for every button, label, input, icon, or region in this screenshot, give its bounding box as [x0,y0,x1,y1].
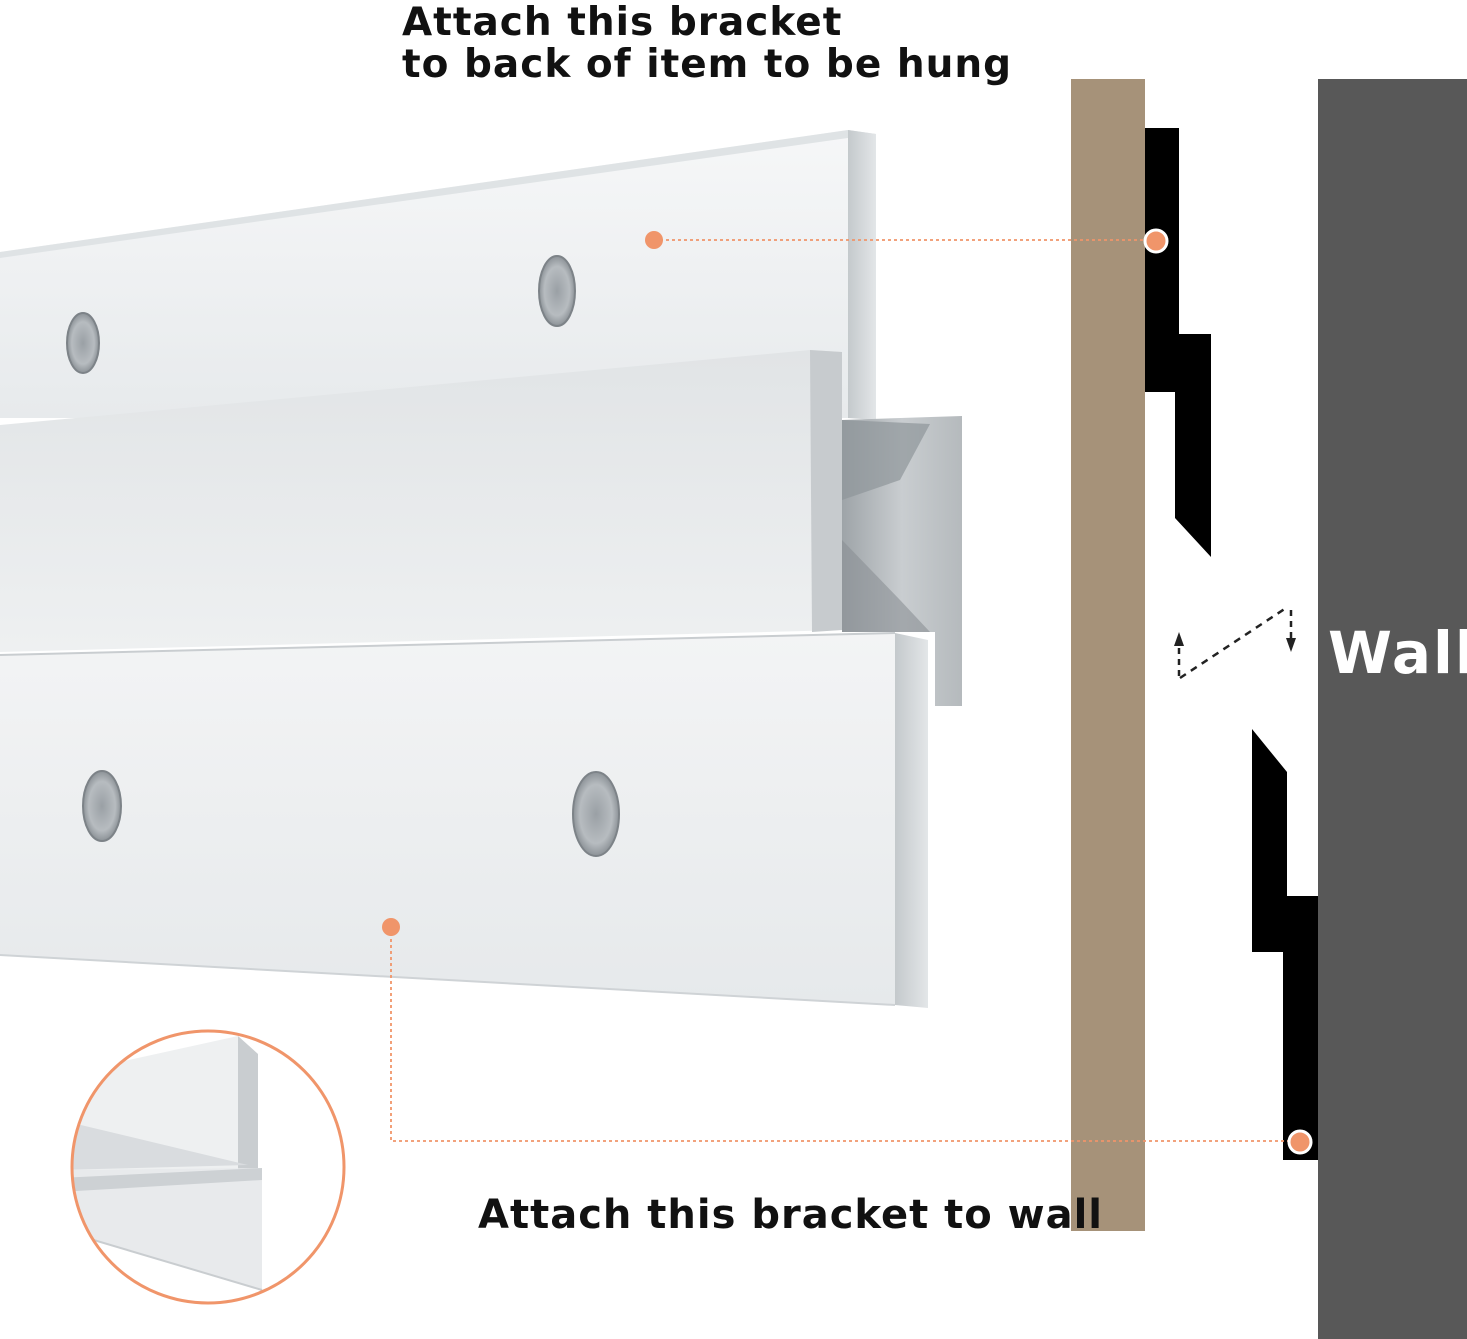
channel-shadow-lower [842,540,930,632]
top-bracket-face [0,130,848,418]
top-bracket-caption: Attach this bracket to back of item to b… [402,2,1012,86]
upper-bracket-profile [1145,128,1211,557]
channel-shadow [842,420,930,500]
inset-detail [70,1029,346,1305]
mounting-hole [538,255,576,327]
lower-bracket-side-edge [895,633,928,1008]
callout-dot-icon [1287,1129,1313,1155]
middle-lip-edge [810,350,842,632]
mounting-hole [572,771,620,857]
wood-panel [1071,79,1145,1231]
callout-dot-icon [382,918,400,936]
lower-bracket-profile [1252,729,1318,1160]
callout-dot-icon [645,231,663,249]
top-caption-line-1: Attach this bracket [402,0,843,45]
wall [1318,79,1467,1339]
top-caption-line-2: to back of item to be hung [402,42,1013,87]
callout-dot-icon [1143,228,1169,254]
wall-label: Wall [1328,619,1467,687]
top-bracket-top-edge [0,130,876,258]
bracket-photo [0,130,962,1008]
mounting-hole [66,312,100,374]
arrow-up-head [1174,632,1184,646]
lower-bracket-face [0,633,895,1005]
middle-lip-face [0,350,842,652]
mounting-hole [82,770,122,842]
arrow-down-head [1286,638,1296,652]
top-bracket-side-edge [848,130,876,420]
inset-ring [70,1029,346,1305]
wall-bracket-caption: Attach this bracket to wall [478,1192,1104,1238]
dashed-arrow-icon [1177,606,1293,680]
